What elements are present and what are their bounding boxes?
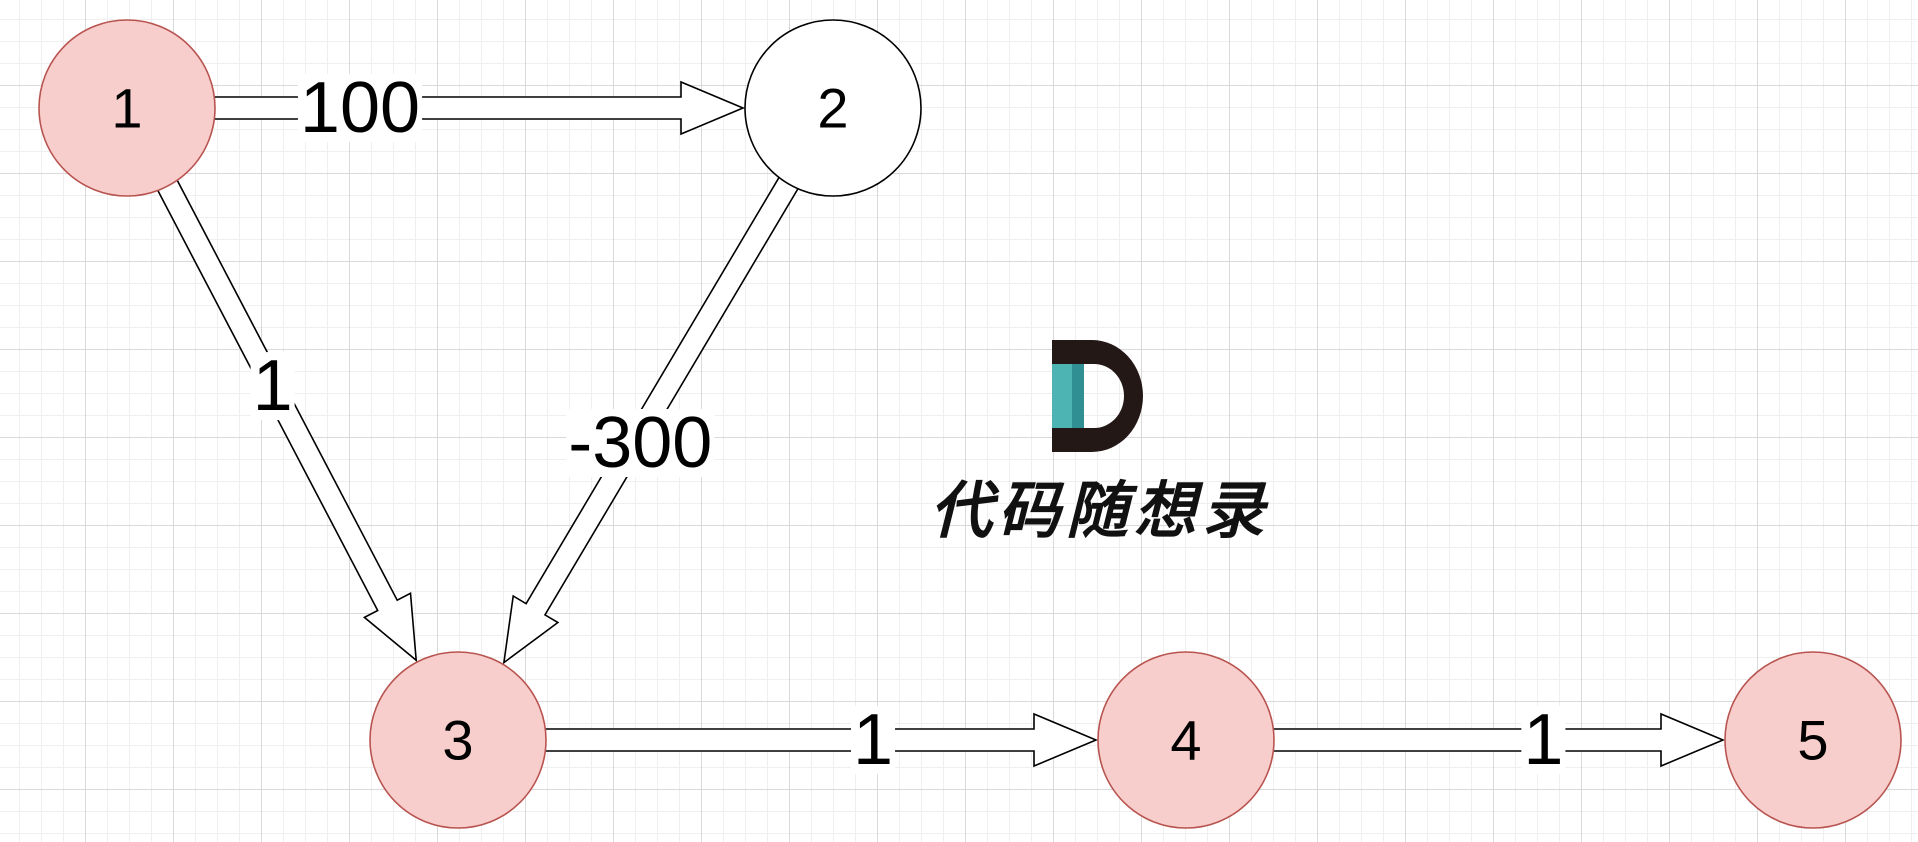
logo-accent-bar-dark xyxy=(1072,364,1084,428)
edge-1-3[interactable]: 1 xyxy=(156,178,418,663)
edge-weight-label-4-5: 1 xyxy=(1523,700,1563,780)
code-logo-icon xyxy=(1052,340,1143,452)
node-label-5: 5 xyxy=(1797,709,1828,772)
edge-2-3[interactable]: -300 xyxy=(502,175,800,665)
node-1[interactable]: 1 xyxy=(38,19,216,197)
node-label-2: 2 xyxy=(817,77,848,140)
watermark-text: 代码随想录 xyxy=(929,474,1270,547)
node-circle-2[interactable] xyxy=(744,19,922,197)
edge-arrow-1-2[interactable] xyxy=(212,80,746,136)
edge-weight-label-1-2: 100 xyxy=(300,68,420,148)
node-2[interactable]: 2 xyxy=(744,19,922,197)
edge-4-5[interactable]: 1 xyxy=(1271,700,1726,780)
edge-label-background xyxy=(250,352,295,421)
nodes-layer: 1 2 3 4 5 xyxy=(38,19,1902,829)
edge-label-background xyxy=(1521,706,1566,774)
node-label-1: 1 xyxy=(111,77,142,140)
edge-weight-label-3-4: 1 xyxy=(853,700,893,780)
node-circle-4[interactable] xyxy=(1097,651,1275,829)
edge-label-background xyxy=(297,74,423,142)
edge-arrow-4-5[interactable] xyxy=(1271,712,1726,768)
node-4[interactable]: 4 xyxy=(1097,651,1275,829)
node-circle-5[interactable] xyxy=(1724,651,1902,829)
edge-3-4[interactable]: 1 xyxy=(543,700,1099,780)
node-5[interactable]: 5 xyxy=(1724,651,1902,829)
node-circle-1[interactable] xyxy=(38,19,216,197)
node-label-4: 4 xyxy=(1170,709,1201,772)
edge-weight-label-1-3: 1 xyxy=(253,346,293,426)
node-circle-3[interactable] xyxy=(369,651,547,829)
node-3[interactable]: 3 xyxy=(369,651,547,829)
edge-weight-label-2-3: -300 xyxy=(568,403,712,483)
watermark-logo: 代码随想录 xyxy=(900,330,1300,550)
node-label-3: 3 xyxy=(442,709,473,772)
edges-layer: 100 1 -300 1 1 xyxy=(156,68,1726,780)
edge-label-background xyxy=(850,706,896,774)
edge-arrow-3-4[interactable] xyxy=(543,712,1099,768)
edge-label-background xyxy=(566,409,715,477)
edge-1-2[interactable]: 100 xyxy=(212,68,746,148)
